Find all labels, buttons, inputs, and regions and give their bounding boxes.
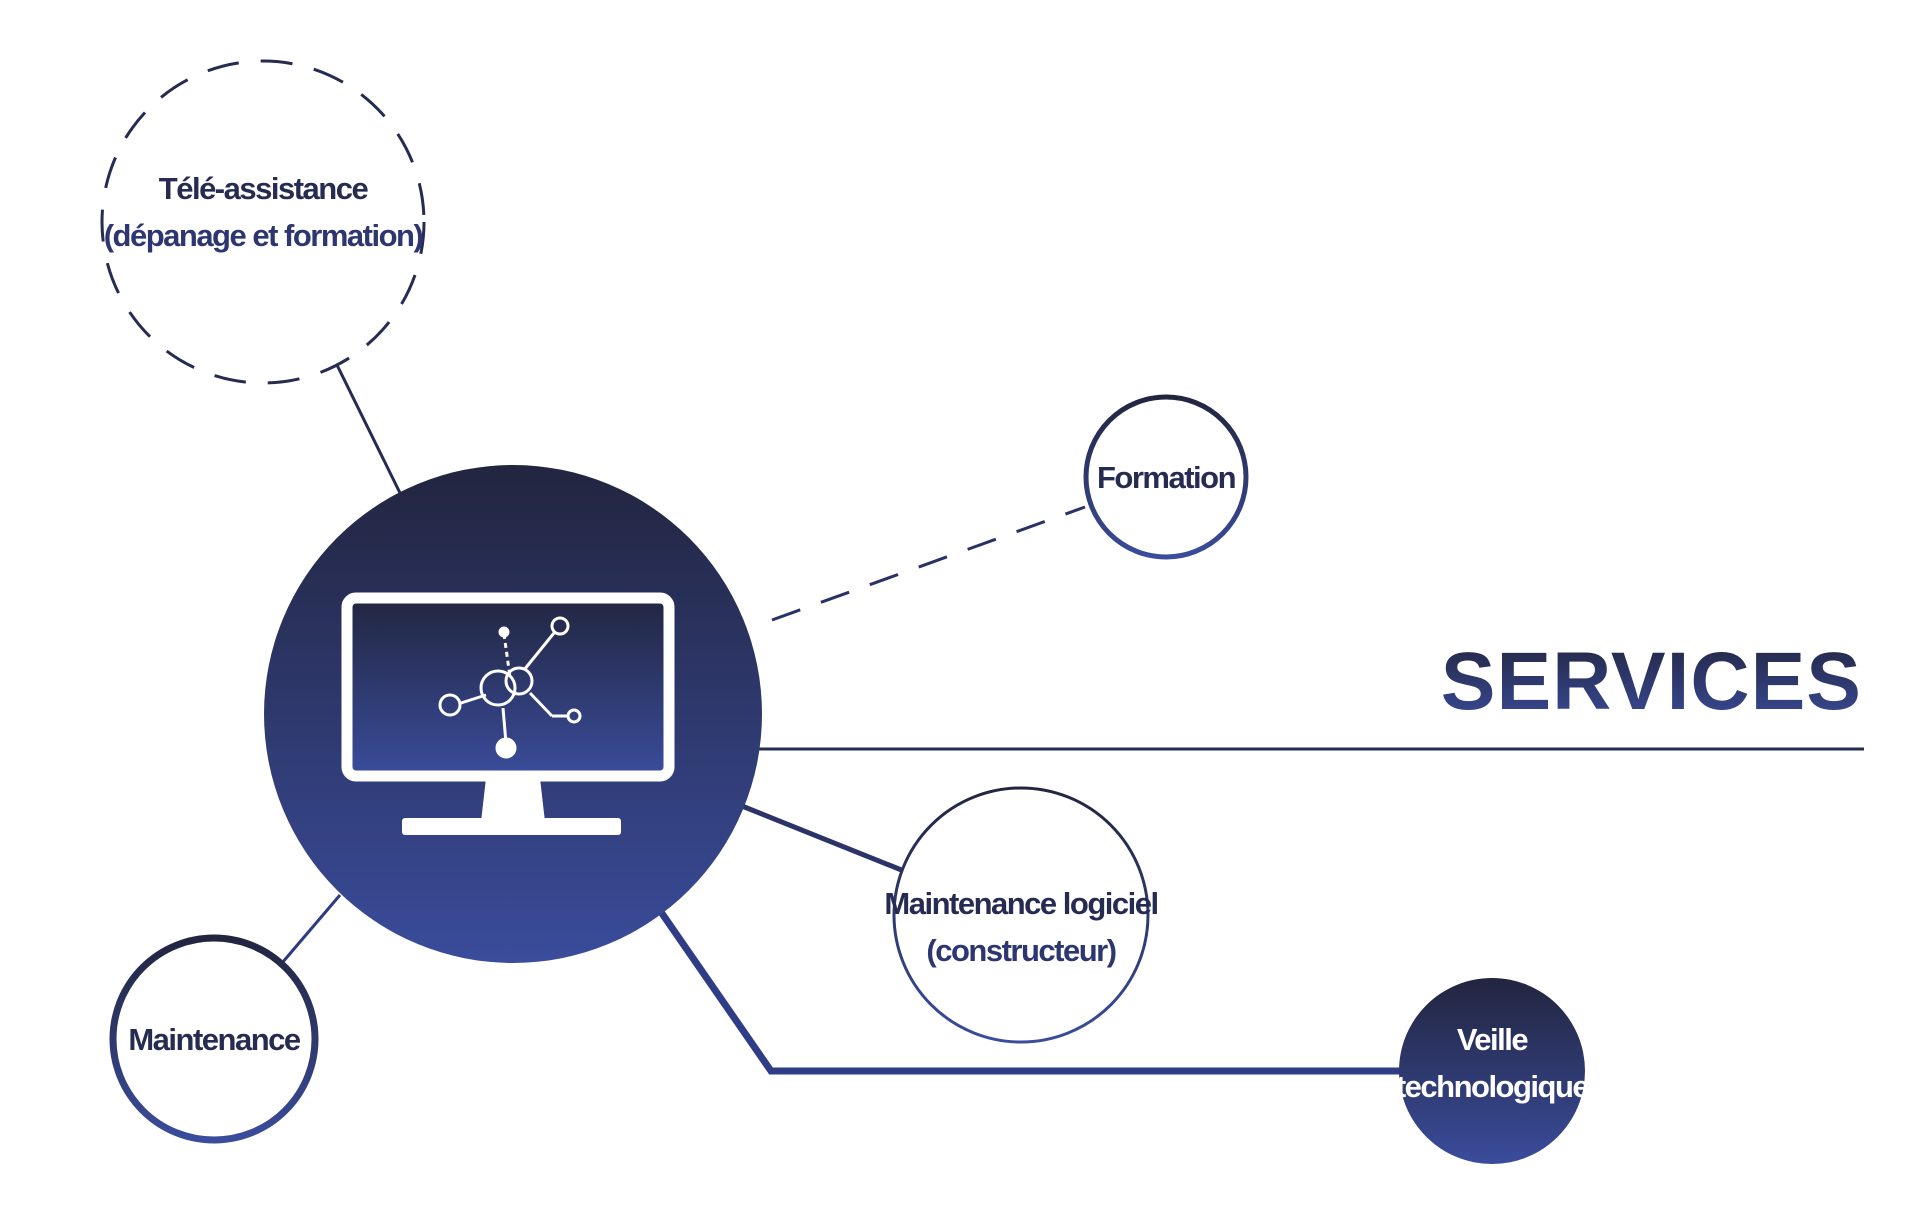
maintenance-label: Maintenance <box>128 1022 301 1057</box>
central-hub <box>264 465 762 963</box>
veille-circle <box>1399 978 1585 1164</box>
veille-label-line1: Veille <box>1457 1022 1529 1057</box>
tele-assistance-label-line2: (dépanage et formation) <box>104 218 423 253</box>
connector-tele-assistance <box>335 364 402 494</box>
veille-label-line2: technologique <box>1396 1069 1590 1104</box>
maintenance-logiciel-circle <box>892 786 1150 1044</box>
connector-maintenance-logiciel <box>741 803 905 874</box>
maintenance-circle <box>109 934 319 1144</box>
connector-veille <box>658 910 1405 1075</box>
maintenance-logiciel-label-line2: (constructeur) <box>926 933 1115 968</box>
monitor-stand <box>402 818 621 835</box>
services-title: SERVICES <box>1441 636 1862 727</box>
formation-label: Formation <box>1097 460 1236 495</box>
tele-assistance-circle <box>100 59 426 385</box>
node-maintenance-logiciel: Maintenance logiciel (constructeur) <box>884 786 1159 1044</box>
formation-circle <box>1083 394 1249 560</box>
node-formation: Formation <box>1083 394 1249 560</box>
maintenance-logiciel-label-line1: Maintenance logiciel <box>884 886 1157 921</box>
tele-assistance-label-line1: Télé-assistance <box>159 171 369 206</box>
monitor-neck <box>481 778 545 822</box>
network-nodes-icon <box>438 616 582 759</box>
node-veille: Veille technologique <box>1396 978 1591 1164</box>
node-tele-assistance: Télé-assistance (dépanage et formation) <box>100 59 426 385</box>
connector-maintenance <box>280 894 342 964</box>
connector-formation <box>771 505 1086 622</box>
monitor-network-icon <box>341 592 675 835</box>
node-maintenance: Maintenance <box>109 934 319 1144</box>
connectors <box>280 364 1864 1075</box>
